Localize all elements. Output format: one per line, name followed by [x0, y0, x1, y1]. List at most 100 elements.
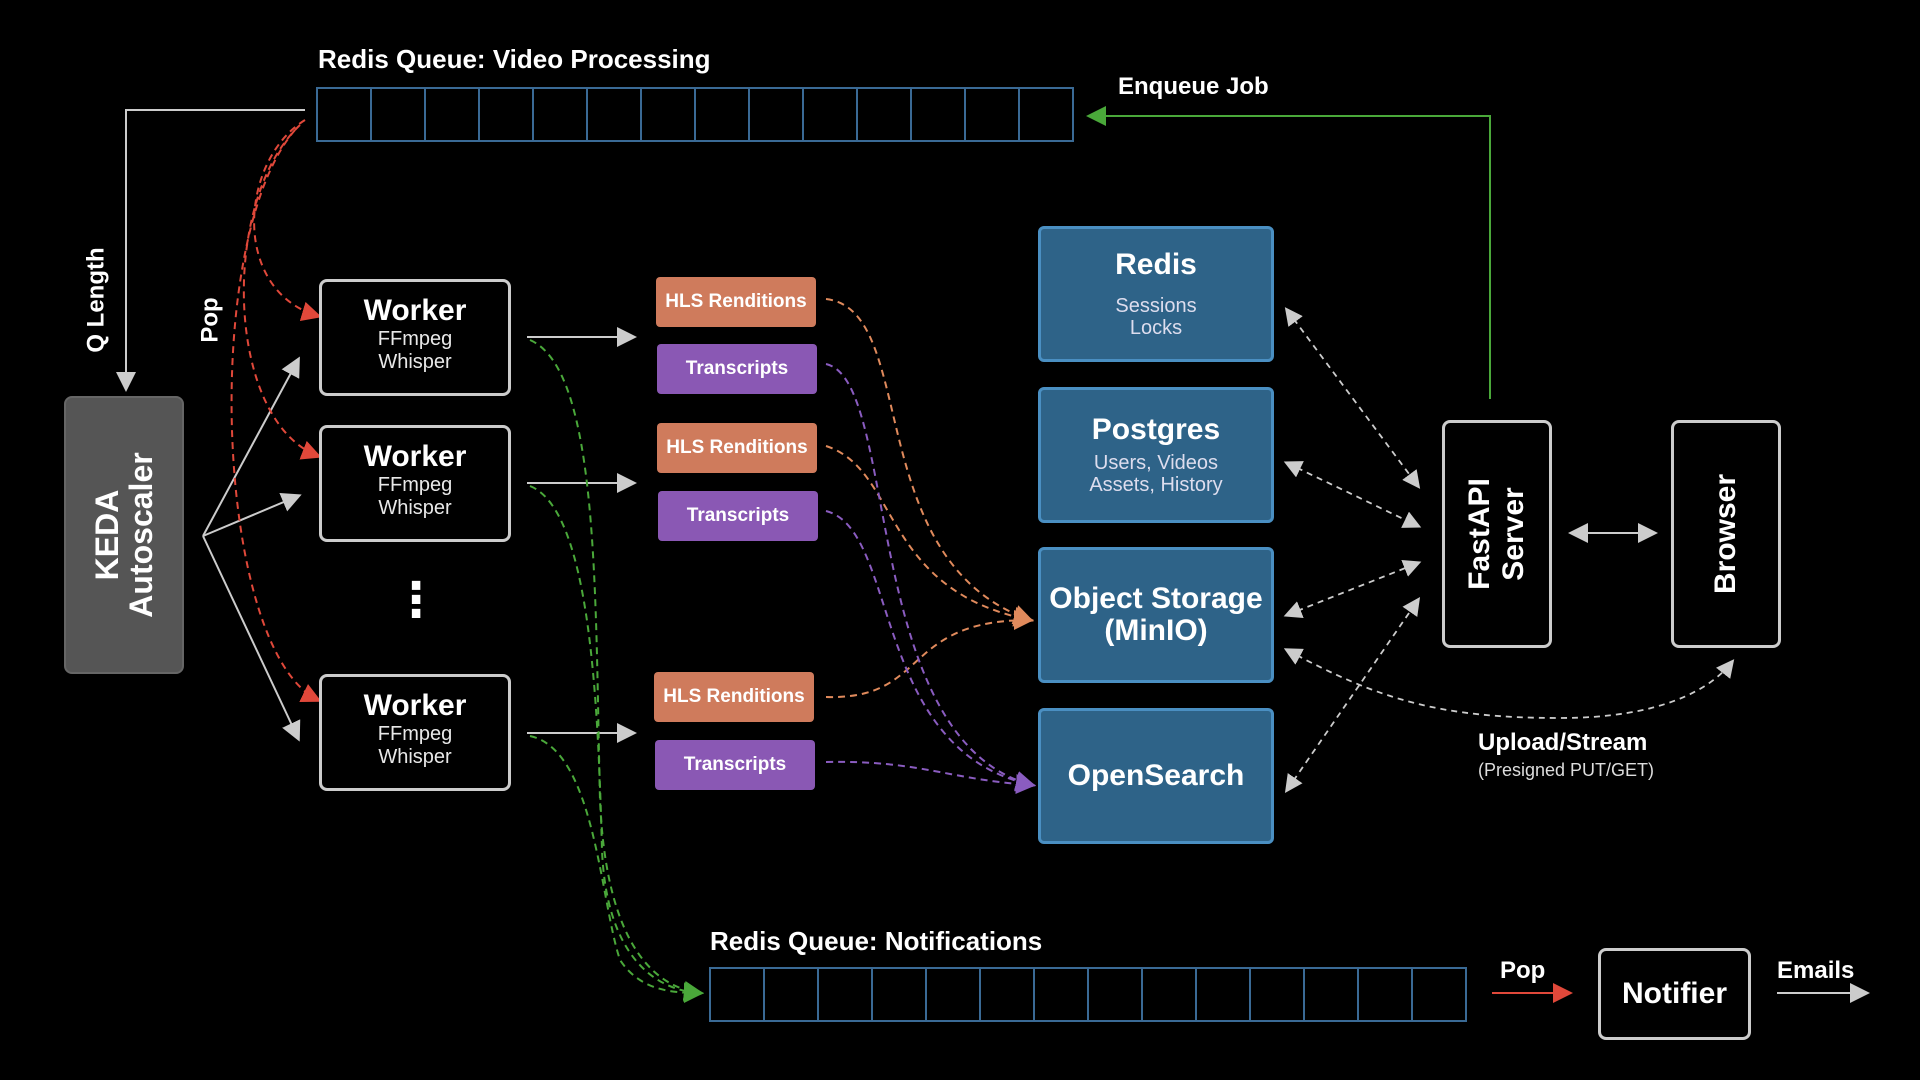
enqueue-job-arrow	[1086, 106, 1491, 399]
redis-sessions: Sessions	[1115, 295, 1197, 317]
postgres-line1: Users, Videos	[1093, 452, 1219, 474]
transcripts-2[interactable]: Transcripts	[658, 491, 818, 541]
fastapi-redis-link	[1284, 307, 1421, 489]
queue-slot	[711, 969, 765, 1020]
queue-slot	[804, 89, 858, 140]
queue-slot	[858, 89, 912, 140]
queue-slot	[318, 89, 372, 140]
worker-whisper: Whisper	[378, 351, 452, 373]
worker1-to-notify-arrow	[529, 339, 704, 1001]
queue-slot	[819, 969, 873, 1020]
queue-slot	[1035, 969, 1089, 1020]
worker-2[interactable]: Worker FFmpeg Whisper	[319, 425, 511, 542]
queue-slot	[534, 89, 588, 140]
queue-slot	[981, 969, 1035, 1020]
q-length-arrow	[116, 109, 305, 392]
queue-slot	[696, 89, 750, 140]
redis-locks: Locks	[1129, 317, 1183, 339]
queue-slot	[426, 89, 480, 140]
queue-slot	[1020, 89, 1072, 140]
queue-slot	[588, 89, 642, 140]
transcripts3-to-opensearch-arrow	[825, 760, 1036, 795]
worker-1[interactable]: Worker FFmpeg Whisper	[319, 279, 511, 396]
queue-slot	[1359, 969, 1413, 1020]
worker-title: Worker	[363, 294, 467, 327]
fastapi-object-storage-link	[1283, 559, 1422, 619]
upload-stream-label: Upload/Stream	[1478, 729, 1648, 756]
worker-whisper: Whisper	[378, 746, 452, 768]
keda-line2: Autoscaler	[123, 452, 159, 618]
transcripts-1[interactable]: Transcripts	[657, 344, 817, 394]
worker-ffmpeg: FFmpeg	[377, 474, 453, 496]
opensearch-store[interactable]: OpenSearch	[1038, 708, 1274, 844]
postgres-title: Postgres	[1091, 413, 1221, 446]
redis-store[interactable]: Redis Sessions Locks	[1038, 226, 1274, 362]
fastapi-line2: Server	[1497, 487, 1530, 581]
opensearch-title: OpenSearch	[1067, 759, 1245, 792]
object-storage-minio: (MinIO)	[1104, 614, 1208, 647]
pop-to-worker1-arrow	[253, 119, 322, 322]
notifier[interactable]: Notifier	[1598, 948, 1751, 1040]
queue-slot	[1413, 969, 1465, 1020]
keda-label: KEDA Autoscaler	[89, 452, 159, 618]
queue-slot	[372, 89, 426, 140]
worker2-to-notify-arrow	[529, 485, 704, 1003]
keda-autoscaler[interactable]: KEDA Autoscaler	[64, 396, 184, 674]
worker3-to-notify-arrow	[529, 735, 704, 1003]
queue-slot	[927, 969, 981, 1020]
transcripts-3[interactable]: Transcripts	[655, 740, 815, 790]
redis-title: Redis	[1115, 248, 1197, 281]
hls1-to-object-storage-arrow	[825, 298, 1034, 625]
queue-slot	[1305, 969, 1359, 1020]
transcripts2-to-opensearch-arrow	[825, 510, 1036, 792]
notifications-queue-label: Redis Queue: Notifications	[710, 926, 1043, 956]
queue-slot	[642, 89, 696, 140]
queue-slot	[765, 969, 819, 1020]
transcripts1-to-opensearch-arrow	[825, 363, 1036, 791]
pop-to-worker3-arrow	[230, 129, 322, 702]
hls3-to-object-storage-arrow	[825, 610, 1034, 699]
queue-slot	[480, 89, 534, 140]
notifications-queue	[709, 967, 1467, 1022]
fastapi-postgres-link	[1283, 461, 1422, 528]
enqueue-job-label: Enqueue Job	[1118, 73, 1269, 100]
queue-slot	[750, 89, 804, 140]
object-storage-store[interactable]: Object Storage (MinIO)	[1038, 547, 1274, 683]
browser-label: Browser	[1709, 473, 1742, 595]
upload-stream-link	[1283, 648, 1735, 719]
keda-to-worker1-arrow	[202, 356, 300, 537]
worker-title: Worker	[363, 689, 467, 722]
hls-renditions-2[interactable]: HLS Renditions	[657, 423, 817, 473]
worker-ellipsis: ⋮	[392, 574, 440, 627]
keda-to-worker3-arrow	[202, 535, 301, 742]
worker-ffmpeg: FFmpeg	[377, 328, 453, 350]
fastapi-label: FastAPI Server	[1463, 478, 1531, 590]
q-length-label: Q Length	[82, 247, 110, 353]
fastapi-opensearch-link	[1284, 597, 1421, 793]
pop-left-label: Pop	[196, 297, 224, 343]
pop-to-worker2-arrow	[242, 124, 322, 460]
keda-line1: KEDA	[89, 489, 125, 581]
keda-to-worker2-arrow	[202, 492, 302, 537]
fastapi-server[interactable]: FastAPI Server	[1442, 420, 1552, 648]
video-processing-queue	[316, 87, 1074, 142]
object-storage-title: Object Storage	[1049, 582, 1263, 615]
hls-renditions-1[interactable]: HLS Renditions	[656, 277, 816, 327]
browser[interactable]: Browser	[1671, 420, 1781, 648]
pop-right-label: Pop	[1500, 957, 1546, 984]
worker-ffmpeg: FFmpeg	[377, 723, 453, 745]
hls-renditions-3[interactable]: HLS Renditions	[654, 672, 814, 722]
worker-3[interactable]: Worker FFmpeg Whisper	[319, 674, 511, 791]
queue-slot	[1251, 969, 1305, 1020]
postgres-line2: Assets, History	[1089, 474, 1223, 496]
postgres-store[interactable]: Postgres Users, Videos Assets, History	[1038, 387, 1274, 523]
hls2-to-object-storage-arrow	[825, 445, 1034, 627]
emails-label: Emails	[1777, 957, 1855, 984]
queue-slot	[912, 89, 966, 140]
queue-slot	[1143, 969, 1197, 1020]
queue-slot	[873, 969, 927, 1020]
worker-whisper: Whisper	[378, 497, 452, 519]
fastapi-line1: FastAPI	[1463, 478, 1496, 590]
video-queue-label: Redis Queue: Video Processing	[318, 44, 711, 74]
queue-slot	[966, 89, 1020, 140]
